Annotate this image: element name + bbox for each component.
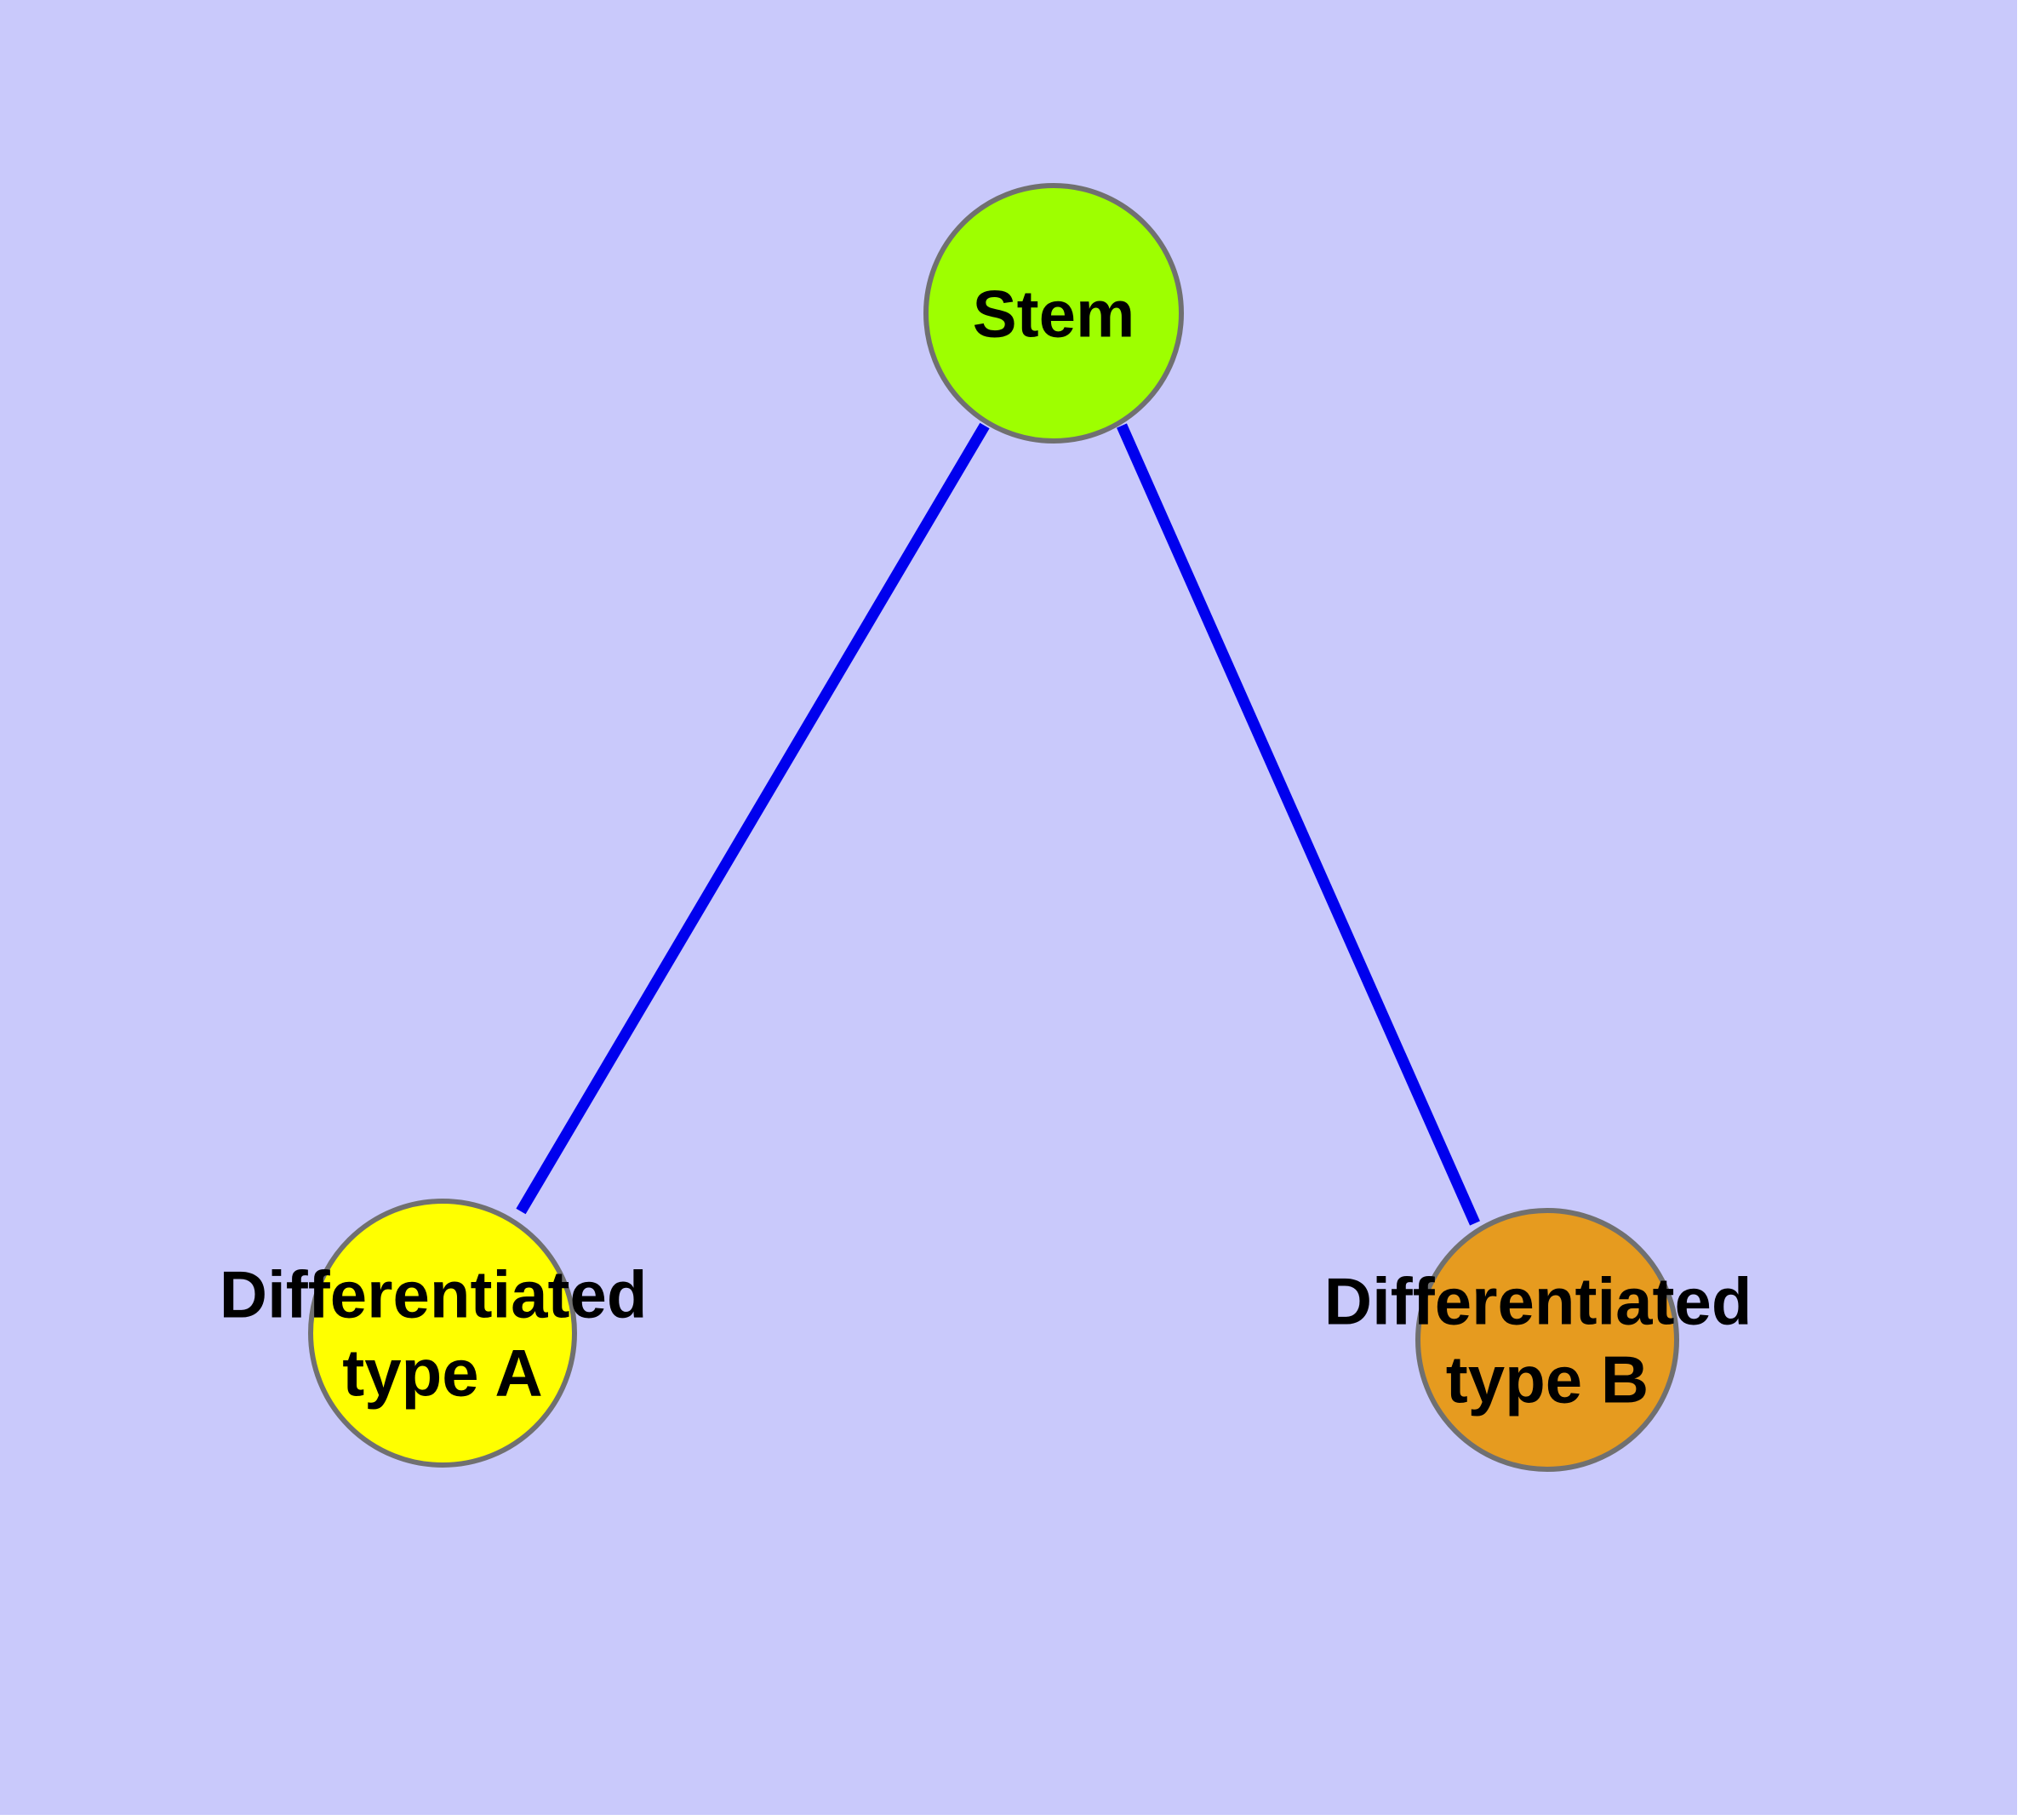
node-differentiated-a-circle[interactable] <box>308 1199 577 1468</box>
node-differentiated-a-label-line-1: type A <box>342 1335 543 1410</box>
edge-stem-to-differentiated-a[interactable] <box>516 422 990 1215</box>
node-stem-circle[interactable] <box>923 183 1184 444</box>
edges-layer <box>516 422 1480 1226</box>
node-differentiated-b-label-line-0: Differentiated <box>1324 1263 1752 1338</box>
node-differentiated-b-circle[interactable] <box>1415 1208 1679 1472</box>
node-differentiated-a[interactable]: Differentiated type A <box>220 1199 666 1468</box>
nodes-layer: Stem Differentiated type A Differentiate… <box>220 183 1770 1472</box>
node-differentiated-b-label-line-1: type B <box>1446 1342 1649 1417</box>
node-stem[interactable]: Stem <box>923 183 1184 444</box>
edge-stem-to-differentiated-b[interactable] <box>1117 423 1480 1226</box>
node-differentiated-b[interactable]: Differentiated type B <box>1324 1208 1770 1472</box>
node-differentiated-a-label: Differentiated type A <box>220 1251 666 1410</box>
node-stem-label: Stem <box>973 276 1135 351</box>
node-differentiated-a-label-line-0: Differentiated <box>220 1256 648 1331</box>
node-differentiated-b-label: Differentiated type B <box>1324 1258 1770 1417</box>
node-stem-label-line-0: Stem <box>973 276 1135 351</box>
